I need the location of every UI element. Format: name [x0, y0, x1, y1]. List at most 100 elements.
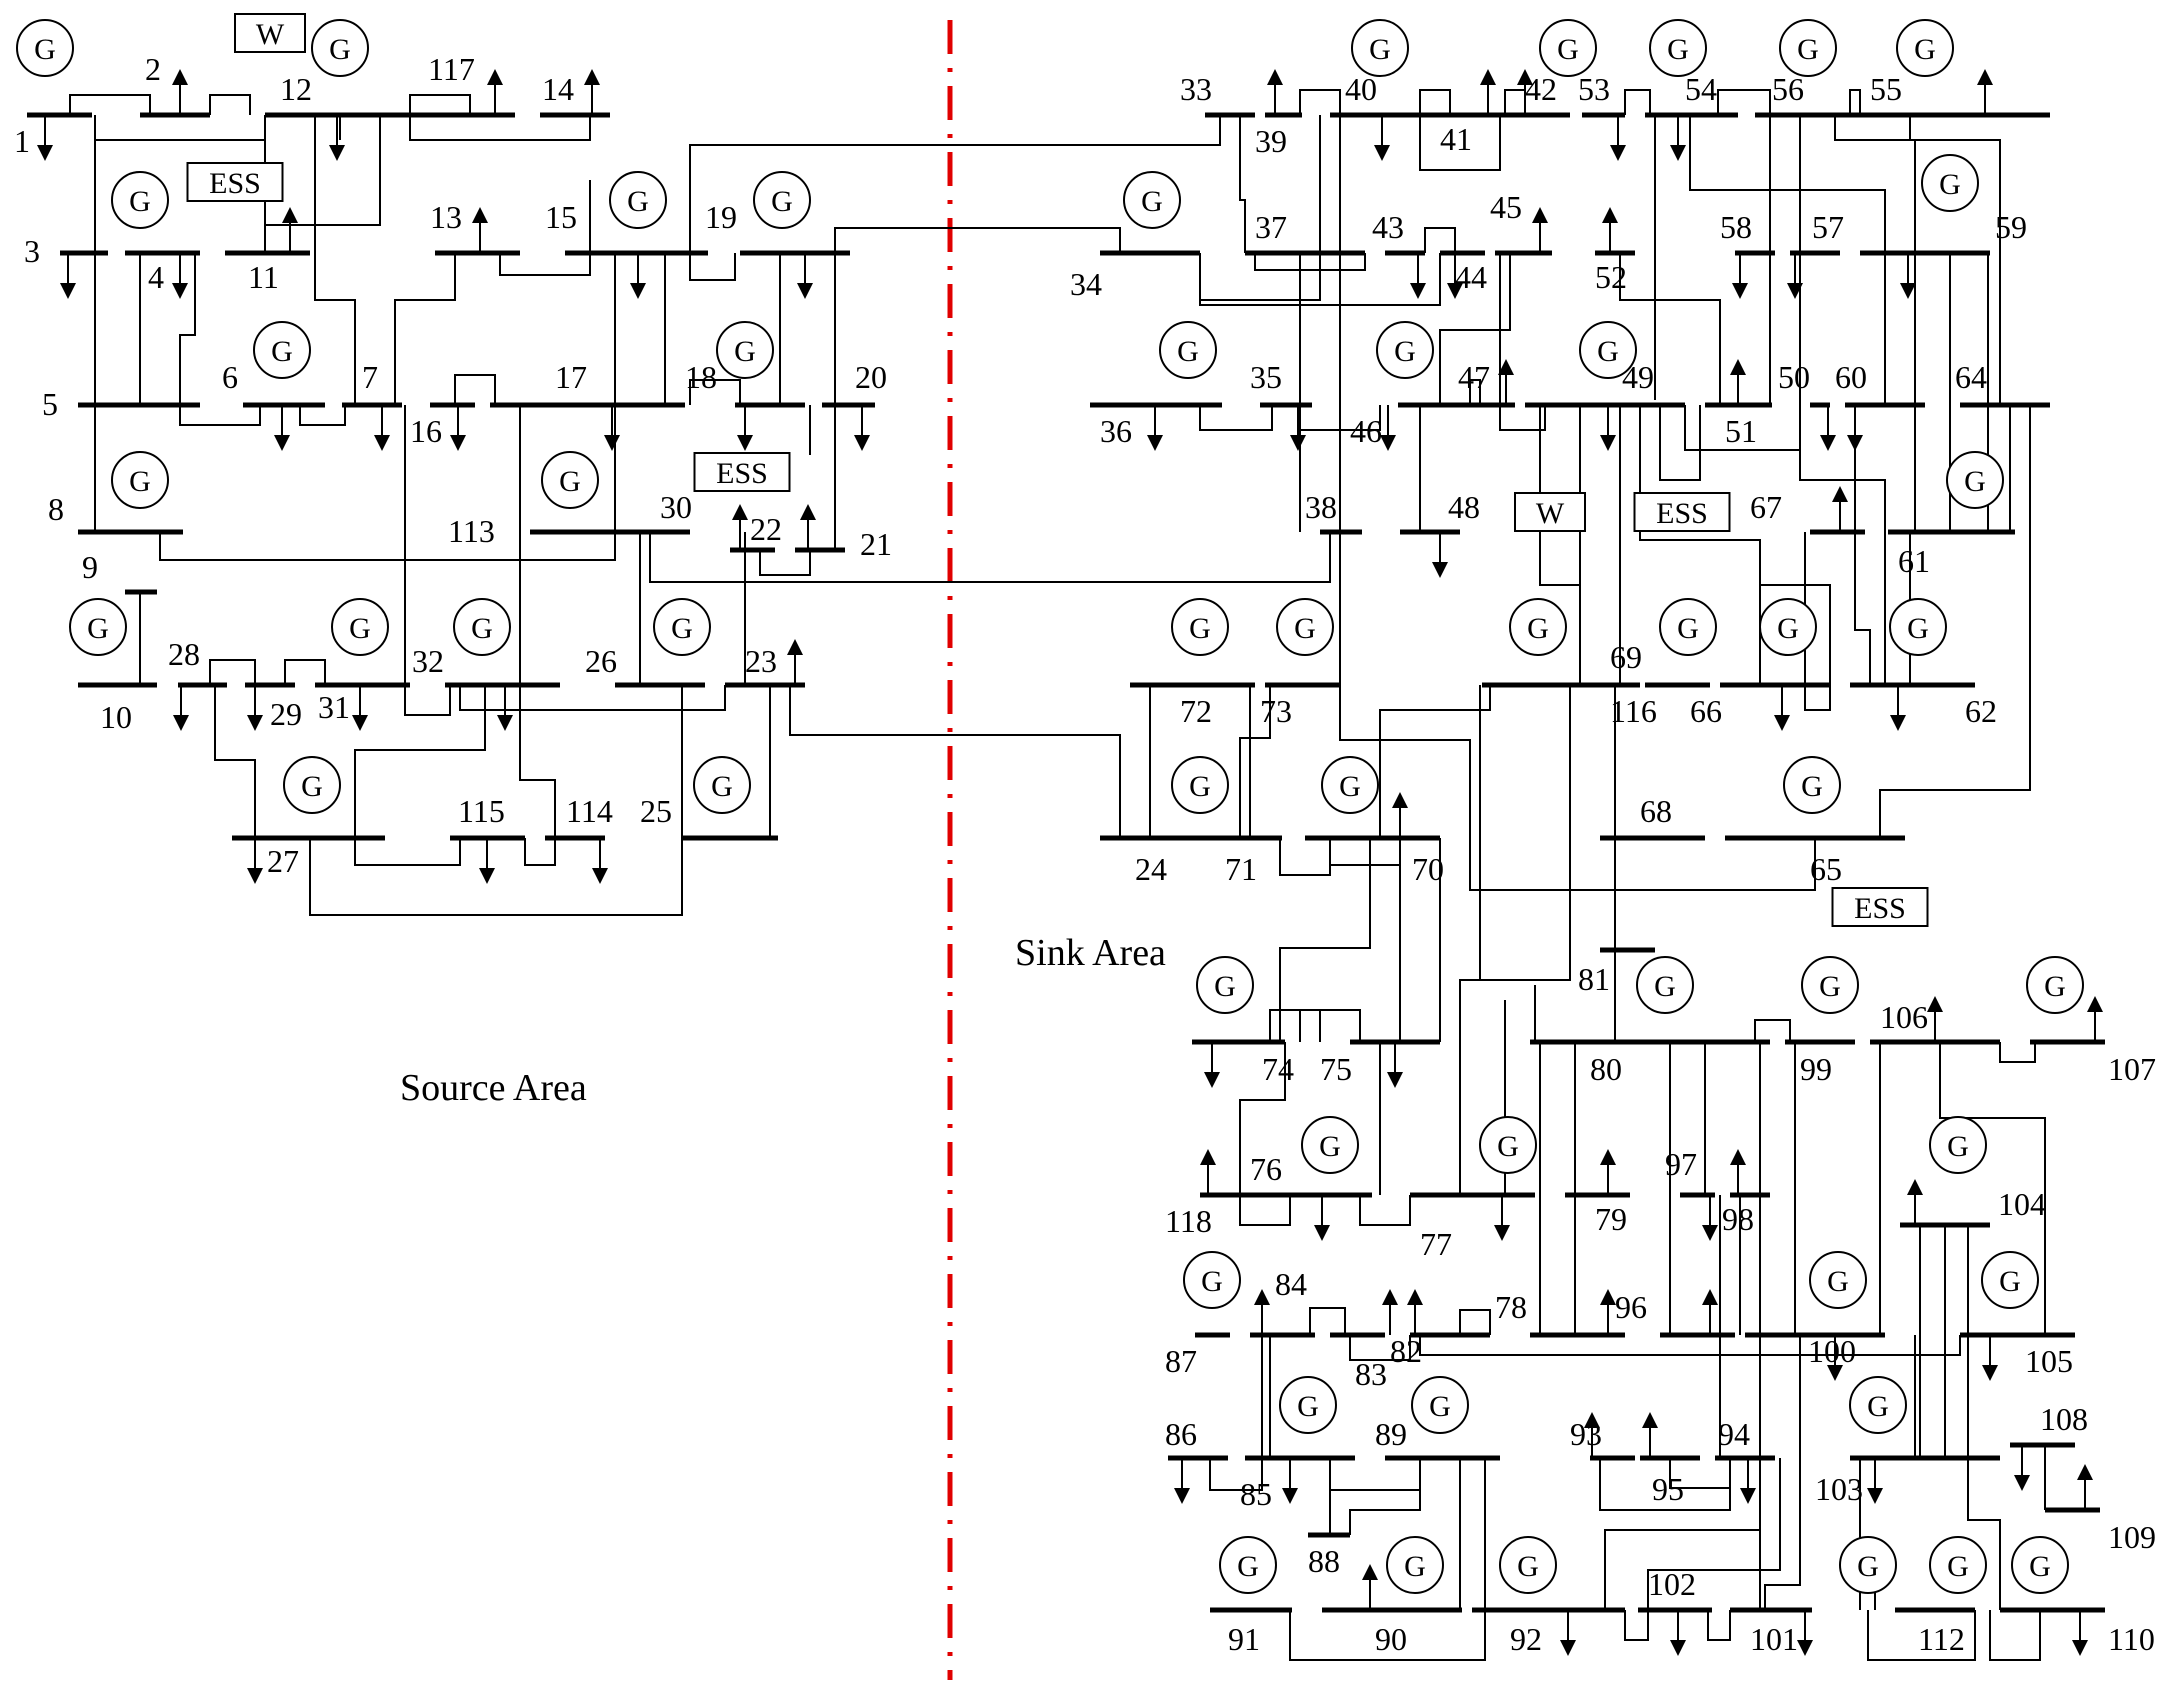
transmission-line — [264, 115, 381, 253]
generator-symbol: G — [1579, 321, 1637, 379]
bus-label-14: 14 — [542, 71, 574, 107]
generator-symbol: G — [653, 598, 711, 656]
generator-symbol-label: G — [1369, 33, 1391, 66]
generator-symbol-label: G — [1177, 335, 1199, 368]
bus-label-77: 77 — [1420, 1226, 1452, 1262]
bus-label-105: 105 — [2025, 1343, 2073, 1379]
generator-symbol: G — [311, 19, 369, 77]
generator-symbol: G — [1779, 19, 1837, 77]
generator-symbol: G — [1783, 756, 1841, 814]
bus-label-40: 40 — [1345, 71, 1377, 107]
bus-label-103: 103 — [1815, 1471, 1863, 1507]
transmission-line — [404, 405, 451, 716]
generator-symbol: G — [753, 171, 811, 229]
generator-symbol-label: G — [1497, 1130, 1519, 1163]
generator-symbol: G — [1801, 956, 1859, 1014]
generator-symbol-label: G — [1654, 970, 1676, 1003]
transmission-line — [1504, 89, 1526, 115]
bus-label-106: 106 — [1880, 999, 1928, 1035]
transmission-line — [1939, 1042, 2046, 1335]
wind-farm-box-label: W — [1536, 497, 1565, 530]
bus-label-101: 101 — [1750, 1621, 1798, 1657]
generator-symbol-label: G — [1777, 612, 1799, 645]
generator-symbol: G — [253, 321, 311, 379]
generator-symbol-label: G — [1237, 1550, 1259, 1583]
transmission-line — [524, 838, 556, 866]
generator-symbol-label: G — [1429, 1390, 1451, 1423]
generator-symbol: G — [1896, 19, 1954, 77]
bus-label-65: 65 — [1810, 851, 1842, 887]
transmission-line — [1624, 89, 1651, 115]
generator-symbol: G — [2011, 1536, 2069, 1594]
transmission-line — [1424, 227, 1456, 253]
transmission-line — [1879, 405, 2031, 838]
generator-symbol: G — [1479, 1116, 1537, 1174]
generator-symbol: G — [1411, 1376, 1469, 1434]
generator-symbol-label: G — [1201, 1265, 1223, 1298]
bus-label-55: 55 — [1870, 71, 1902, 107]
generator-symbol: G — [1929, 1536, 1987, 1594]
bus-label-110: 110 — [2108, 1621, 2155, 1657]
transmission-line — [69, 94, 151, 115]
generator-symbol: G — [331, 598, 389, 656]
bus-label-29: 29 — [270, 696, 302, 732]
bus-label-45: 45 — [1490, 189, 1522, 225]
generator-symbol-label: G — [1947, 1550, 1969, 1583]
bus-label-48: 48 — [1448, 489, 1480, 525]
bus-label-78: 78 — [1495, 1289, 1527, 1325]
bus-label-15: 15 — [545, 199, 577, 235]
energy-storage-box: ESS — [693, 452, 791, 492]
transmission-line — [309, 685, 683, 916]
bus-label-76: 76 — [1250, 1151, 1282, 1187]
buses — [27, 112, 2105, 1613]
bus-label-70: 70 — [1412, 851, 1444, 887]
bus-label-87: 87 — [1165, 1343, 1197, 1379]
generator-symbol: G — [1376, 321, 1434, 379]
generator-symbol: G — [1196, 956, 1254, 1014]
generator-symbol-label: G — [1819, 970, 1841, 1003]
bus-label-9: 9 — [82, 549, 98, 585]
generator-symbol-label: G — [559, 465, 581, 498]
transmission-line — [1834, 115, 1916, 532]
bus-label-60: 60 — [1835, 359, 1867, 395]
bus-label-59: 59 — [1995, 209, 2027, 245]
generator-symbol: G — [1659, 598, 1717, 656]
transmission-line — [1764, 1335, 1801, 1610]
bus-label-94: 94 — [1718, 1416, 1750, 1452]
bus-label-32: 32 — [412, 643, 444, 679]
bus-label-33: 33 — [1180, 71, 1212, 107]
bus-label-112: 112 — [1918, 1621, 1965, 1657]
bus-label-100: 100 — [1808, 1333, 1856, 1369]
bus-label-118: 118 — [1165, 1203, 1212, 1239]
transmission-line — [1359, 1195, 1411, 1226]
wind-farm-box: W — [234, 13, 306, 53]
bus-label-12: 12 — [280, 71, 312, 107]
generator-symbol-label: G — [1907, 612, 1929, 645]
generator-symbol-label: G — [129, 185, 151, 218]
generator-symbol-label: G — [1939, 168, 1961, 201]
generator-symbol-label: G — [1404, 1550, 1426, 1583]
generator-symbol-label: G — [1189, 770, 1211, 803]
generator-symbol-label: G — [1557, 33, 1579, 66]
generator-symbol-label: G — [1141, 185, 1163, 218]
generator-symbol-label: G — [771, 185, 793, 218]
transmission-line — [1989, 1610, 2041, 1661]
generator-symbol: G — [1921, 154, 1979, 212]
bus-label-30: 30 — [660, 489, 692, 525]
generator-symbol: G — [541, 451, 599, 509]
bus-label-53: 53 — [1578, 71, 1610, 107]
generator-symbol-label: G — [1999, 1265, 2021, 1298]
transmission-line — [1867, 1610, 1976, 1661]
bus-label-52: 52 — [1595, 259, 1627, 295]
generator-symbol: G — [1946, 451, 2004, 509]
bus-label-31: 31 — [318, 689, 350, 725]
bus-label-58: 58 — [1720, 209, 1752, 245]
generator-symbol-label: G — [1947, 1130, 1969, 1163]
generator-symbol: G — [2026, 956, 2084, 1014]
bus-label-85: 85 — [1240, 1476, 1272, 1512]
transmission-line — [1279, 838, 1371, 1042]
bus-label-81: 81 — [1578, 961, 1610, 997]
transmission-line — [1419, 115, 1501, 171]
generator-symbol-label: G — [2044, 970, 2066, 1003]
bus-label-35: 35 — [1250, 359, 1282, 395]
